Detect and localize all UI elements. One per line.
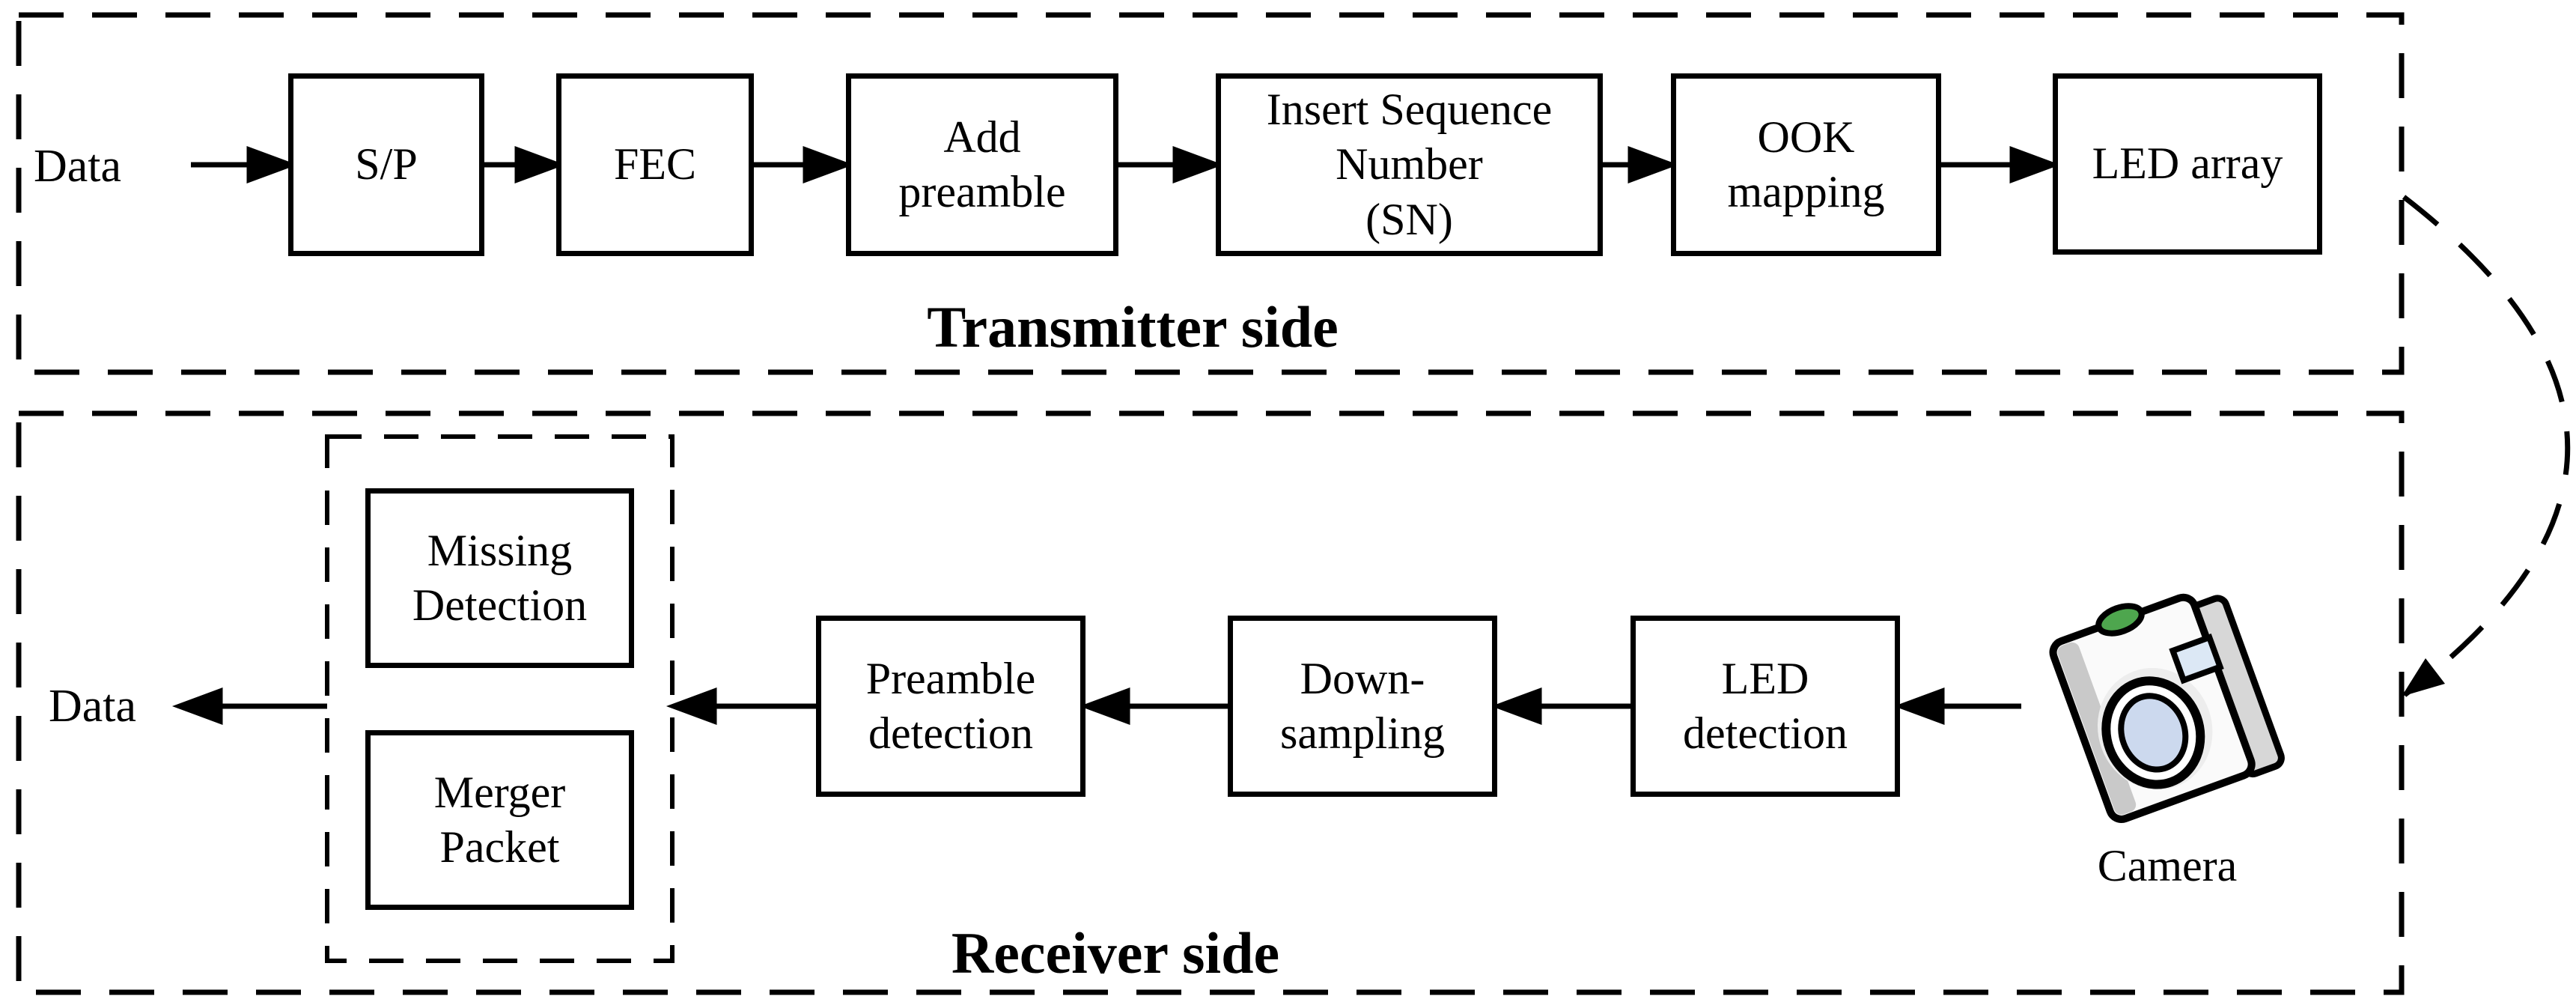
arrow-insert-sn-to-ook [1603, 145, 1679, 184]
arrow-preamble-detection-to-packet-processing [666, 687, 816, 726]
block-ook-mapping: OOK mapping [1671, 73, 1941, 256]
block-missing-detection: Missing Detection [365, 488, 634, 668]
block-insert-sequence-number: Insert Sequence Number (SN) [1216, 73, 1603, 256]
arrow-camera-to-led-detection [1893, 687, 2021, 726]
arrow-ook-to-led-array [1941, 145, 2061, 184]
arrow-add-preamble-to-insert-sn [1118, 145, 1224, 184]
block-preamble-detection: Preamble detection [816, 616, 1085, 797]
block-add-preamble: Add preamble [846, 73, 1118, 256]
camera-icon [2049, 593, 2285, 823]
block-merger-packet: Merger Packet [365, 730, 634, 910]
arrow-packet-processing-to-data [171, 687, 327, 726]
block-led-array: LED array [2053, 73, 2322, 255]
channel-arrow [2402, 195, 2571, 697]
receiver-boundary [16, 410, 2405, 995]
block-sp: S/P [288, 73, 484, 256]
packet-processing-boundary [325, 434, 675, 963]
arrow-data-to-sp [191, 145, 298, 184]
transmitter-data-label: Data [34, 141, 122, 192]
transmitter-boundary [16, 12, 2405, 375]
arrow-led-detection-to-downsampling [1491, 687, 1630, 726]
receiver-side-title: Receiver side [951, 920, 1280, 986]
block-led-detection: LED detection [1630, 616, 1900, 797]
camera-label: Camera [2097, 841, 2238, 890]
transmitter-side-title: Transmitter side [927, 294, 1339, 359]
arrow-sp-to-fec [484, 145, 566, 184]
block-down-sampling: Down- sampling [1228, 616, 1497, 797]
arrow-fec-to-add-preamble [754, 145, 854, 184]
block-fec: FEC [556, 73, 754, 256]
arrow-downsampling-to-preamble-detection [1079, 687, 1228, 726]
receiver-data-label: Data [49, 681, 137, 732]
